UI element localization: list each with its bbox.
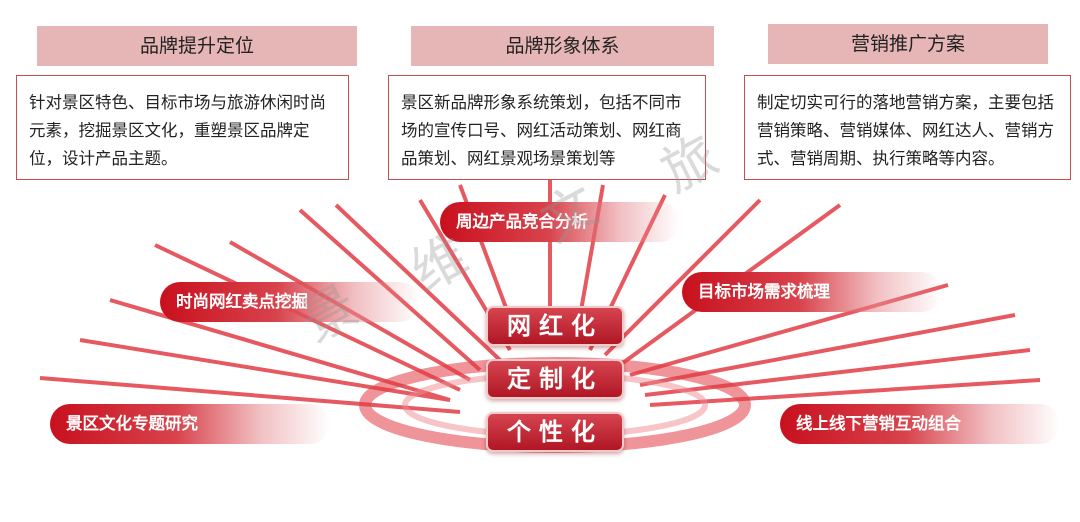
ribbon-trend-selling-points: 时尚网红卖点挖掘	[160, 282, 420, 322]
core-personalization: 个性化	[486, 412, 624, 452]
ribbon-culture-research: 景区文化专题研究	[50, 404, 330, 444]
core-customization: 定制化	[486, 359, 624, 399]
core-internet-celebrity: 网红化	[486, 306, 624, 346]
ribbon-competitive-analysis: 周边产品竞合分析	[440, 202, 680, 242]
brand-image-description: 景区新品牌形象系统策划，包括不同市场的宣传口号、网红活动策划、网红商品策划、网红…	[388, 75, 706, 180]
ribbon-online-offline-marketing: 线上线下营销互动组合	[780, 404, 1060, 444]
header-brand-image-system: 品牌形象体系	[411, 26, 714, 66]
ribbon-market-demand: 目标市场需求梳理	[682, 272, 942, 312]
header-brand-positioning: 品牌提升定位	[37, 26, 357, 66]
marketing-plan-description: 制定切实可行的落地营销方案，主要包括营销策略、营销媒体、网红达人、营销方式、营销…	[744, 75, 1071, 180]
brand-positioning-description: 针对景区特色、目标市场与旅游休闲时尚元素，挖掘景区文化，重塑景区品牌定位，设计产…	[16, 75, 349, 180]
header-marketing-plan: 营销推广方案	[768, 24, 1048, 64]
